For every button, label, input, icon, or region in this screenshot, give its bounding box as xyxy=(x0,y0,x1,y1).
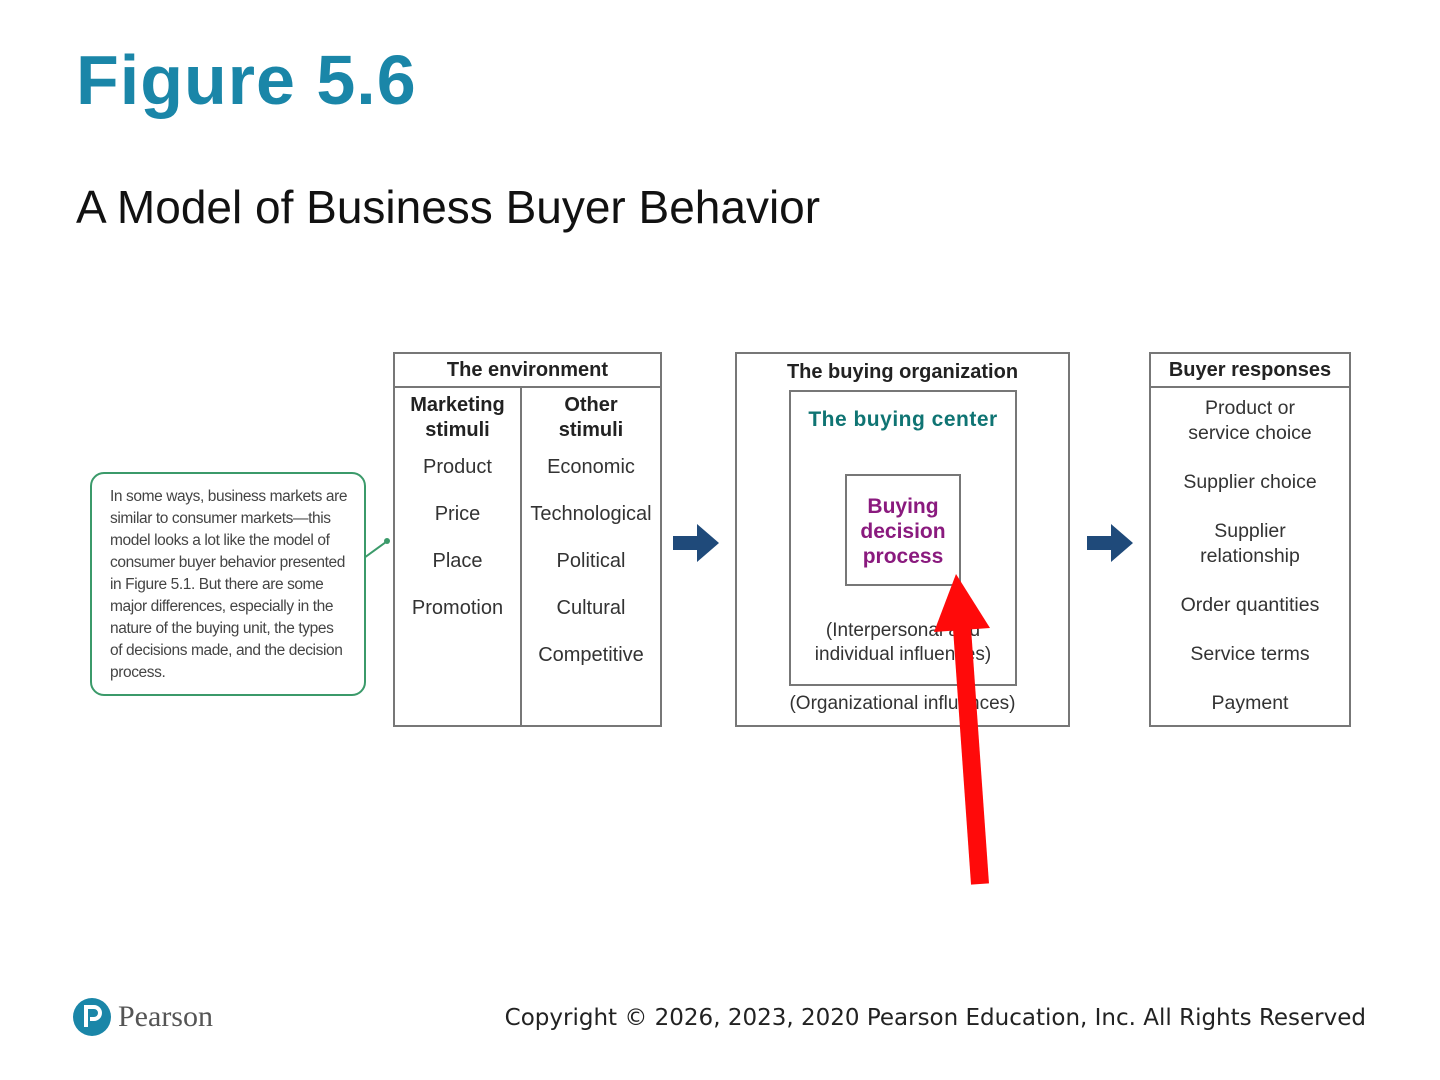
response-item: Supplier choice xyxy=(1183,471,1317,493)
response-item: Order quantities xyxy=(1180,594,1320,616)
other-stimuli-heading: Other stimuli xyxy=(558,394,624,441)
note-connector xyxy=(364,538,390,559)
buying-decision-process-box: Buying decision process xyxy=(845,474,961,586)
environment-box: The environment Marketing stimuli Produc… xyxy=(393,352,662,727)
copyright-text: Copyright © 2026, 2023, 2020 Pearson Edu… xyxy=(504,1005,1366,1031)
other-item: Technological xyxy=(530,503,652,525)
figure-label: Figure 5.6 xyxy=(76,41,417,119)
interpersonal-influences: (Interpersonal and individual influences… xyxy=(814,620,992,665)
marketing-item: Promotion xyxy=(411,597,504,619)
marketing-item: Product xyxy=(423,456,492,478)
other-item: Political xyxy=(556,550,626,572)
pearson-wordmark: Pearson xyxy=(118,1000,213,1033)
other-item: Economic xyxy=(547,456,635,478)
other-stimuli-column: Other stimuli Economic Technological Pol… xyxy=(522,388,660,725)
other-item: Competitive xyxy=(538,644,644,666)
environment-title: The environment xyxy=(395,354,660,388)
flow-arrow-icon xyxy=(673,524,719,562)
buying-center-title: The buying center xyxy=(808,408,998,431)
response-item: Payment xyxy=(1211,692,1289,714)
buying-organization-box: The buying organization The buying cente… xyxy=(735,352,1070,727)
response-item: Service terms xyxy=(1190,643,1310,665)
note-callout: In some ways, business markets are simil… xyxy=(90,472,366,696)
marketing-stimuli-heading: Marketing stimuli xyxy=(410,394,505,441)
buying-center-box: The buying center Buying decision proces… xyxy=(789,390,1017,686)
other-item: Cultural xyxy=(556,597,626,619)
marketing-item: Price xyxy=(434,503,481,525)
marketing-stimuli-column: Marketing stimuli Product Price Place Pr… xyxy=(395,388,522,725)
pearson-p-icon xyxy=(73,998,111,1036)
buying-organization-title: The buying organization xyxy=(786,361,1019,383)
marketing-item: Place xyxy=(432,550,483,572)
slide-subtitle: A Model of Business Buyer Behavior xyxy=(76,181,821,233)
buyer-responses-title: Buyer responses xyxy=(1151,354,1349,388)
pearson-logo: Pearson xyxy=(72,997,213,1037)
flow-arrow-icon xyxy=(1087,524,1133,562)
organizational-influences: (Organizational influences) xyxy=(789,693,1016,714)
